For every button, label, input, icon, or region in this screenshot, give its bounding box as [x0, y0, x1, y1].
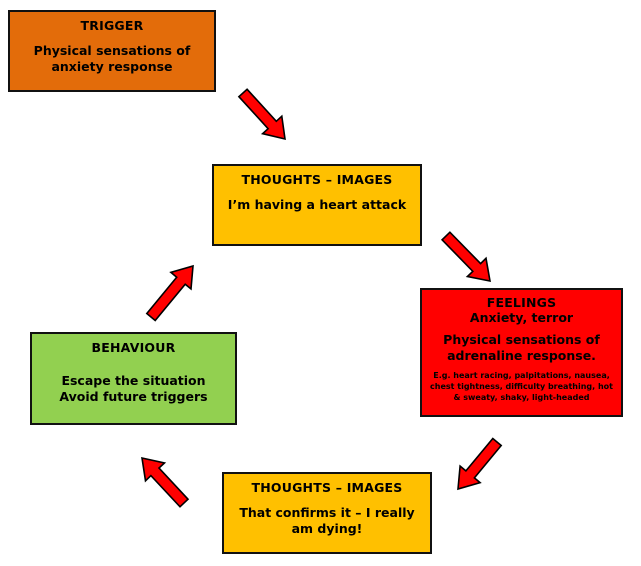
- thoughts-2-line-1: That confirms it – I really: [239, 505, 415, 520]
- feelings-detail-3: & sweaty, shaky, light-headed: [453, 393, 590, 402]
- arrow-feelings-to-thoughts_2: [457, 437, 503, 491]
- feelings-line-1: Physical sensations of: [443, 332, 600, 347]
- arrow-thoughts_1-to-feelings: [440, 231, 491, 283]
- feelings-title: FEELINGS: [486, 295, 557, 310]
- trigger-title: TRIGGER: [80, 18, 144, 33]
- thoughts-box-2: THOUGHTS – IMAGES That confirms it – I r…: [222, 472, 432, 554]
- feelings-detail-2: chest tightness, difficulty breathing, h…: [430, 382, 613, 391]
- trigger-box: TRIGGER Physical sensations of anxiety r…: [8, 10, 216, 92]
- behaviour-line-1: Escape the situation: [61, 373, 206, 388]
- thoughts-1-title: THOUGHTS – IMAGES: [241, 172, 393, 187]
- behaviour-box: BEHAVIOUR Escape the situation Avoid fut…: [30, 332, 237, 425]
- thoughts-2-title: THOUGHTS – IMAGES: [251, 480, 403, 495]
- arrow-trigger-to-thoughts_1: [237, 88, 286, 141]
- feelings-subtitle: Anxiety, terror: [469, 310, 574, 325]
- trigger-line-1: Physical sensations of: [33, 43, 191, 58]
- thoughts-2-line-2: am dying!: [291, 521, 363, 536]
- arrow-behaviour-to-thoughts_1: [145, 264, 194, 322]
- behaviour-title: BEHAVIOUR: [91, 340, 176, 355]
- thoughts-1-line-1: I’m having a heart attack: [227, 197, 407, 212]
- feelings-line-2: adrenaline response.: [447, 348, 596, 363]
- feelings-box: FEELINGS Anxiety, terror Physical sensat…: [420, 288, 623, 417]
- thoughts-box-1: THOUGHTS – IMAGES I’m having a heart att…: [212, 164, 422, 246]
- behaviour-line-2: Avoid future triggers: [59, 389, 208, 404]
- feelings-detail-1: E.g. heart racing, palpitations, nausea,: [433, 371, 610, 380]
- arrow-thoughts_2-to-behaviour: [141, 456, 190, 508]
- trigger-line-2: anxiety response: [51, 59, 173, 74]
